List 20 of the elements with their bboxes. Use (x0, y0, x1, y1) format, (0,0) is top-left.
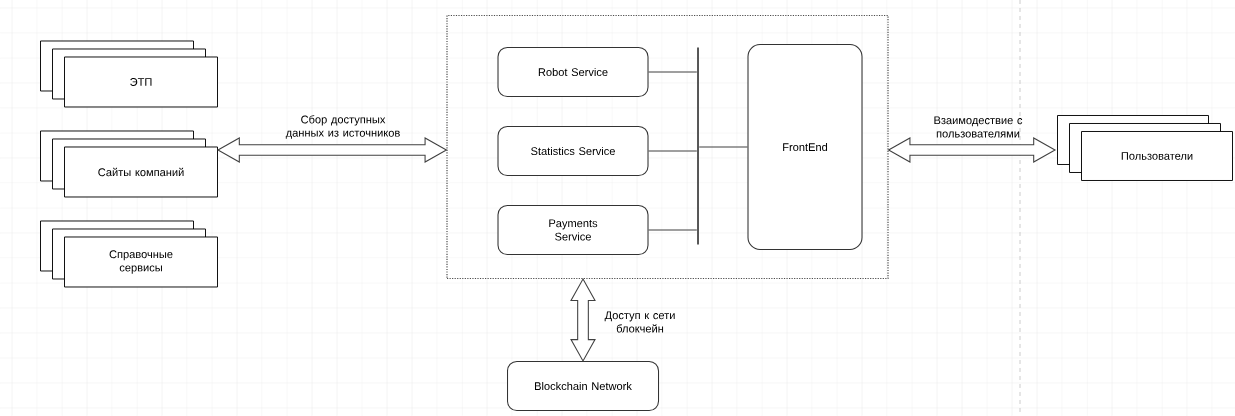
dashed-container (446, 14, 889, 280)
frontend-box: FrontEnd (747, 43, 863, 251)
connector-line (648, 150, 698, 152)
edge-label: Взаимодествие с пользователями (934, 116, 1023, 138)
node-label: Blockchain Network (535, 381, 632, 391)
edge-label: Сбор доступных данных из источников (285, 115, 400, 139)
stacked-box: Сайты компаний (40, 130, 218, 198)
connector-line (648, 229, 698, 231)
service-box: Blockchain Network (506, 360, 660, 412)
stacked-box: ЭТП (40, 40, 218, 108)
bus-line (697, 47, 699, 245)
connector-line (648, 71, 698, 73)
service-box: Statistics Service (497, 125, 649, 177)
connector-line (698, 146, 748, 148)
double-arrow (570, 278, 596, 363)
stacked-box: Пользователи (1057, 115, 1233, 181)
service-box: Robot Service (497, 46, 649, 98)
stacked-box: Справочные сервисы (40, 220, 218, 288)
service-box: Payments Service (497, 204, 649, 256)
edge-label: Доступ к сети блокчейн (604, 311, 675, 333)
